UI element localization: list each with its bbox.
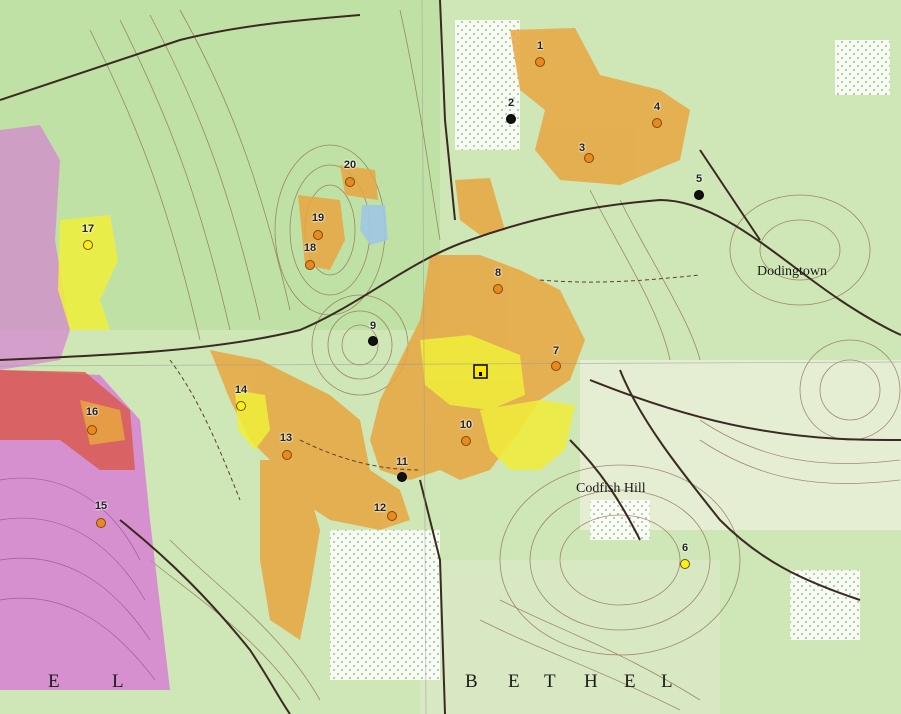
yellow-zones — [58, 215, 575, 470]
site-marker-10 — [461, 436, 471, 446]
pond — [360, 205, 388, 245]
site-marker-16 — [87, 425, 97, 435]
clearing-bottom — [420, 560, 720, 714]
site-markers — [83, 57, 704, 569]
site-marker-1 — [535, 57, 545, 67]
stipple-area — [455, 20, 520, 150]
site-marker-13 — [282, 450, 292, 460]
site-marker-3 — [584, 153, 594, 163]
site-marker-6 — [680, 559, 690, 569]
site-marker-5 — [694, 190, 704, 200]
site-marker-11 — [397, 472, 407, 482]
stipple-area — [590, 500, 650, 540]
site-marker-17 — [83, 240, 93, 250]
site-marker-4 — [652, 118, 662, 128]
site-symbol — [473, 364, 488, 379]
site-marker-15 — [96, 518, 106, 528]
stipple-area — [835, 40, 890, 95]
site-marker-18 — [305, 260, 315, 270]
site-marker-2 — [506, 114, 516, 124]
stipple-area — [790, 570, 860, 640]
stipple-area — [330, 530, 440, 680]
site-marker-14 — [236, 401, 246, 411]
site-marker-19 — [313, 230, 323, 240]
site-marker-12 — [387, 511, 397, 521]
pink-zone-contours — [0, 477, 156, 681]
red-zone — [0, 370, 135, 470]
site-marker-8 — [493, 284, 503, 294]
site-marker-20 — [345, 177, 355, 187]
site-marker-9 — [368, 336, 378, 346]
minor-roads — [169, 274, 701, 501]
site-marker-7 — [551, 361, 561, 371]
contour-lines — [89, 9, 901, 711]
